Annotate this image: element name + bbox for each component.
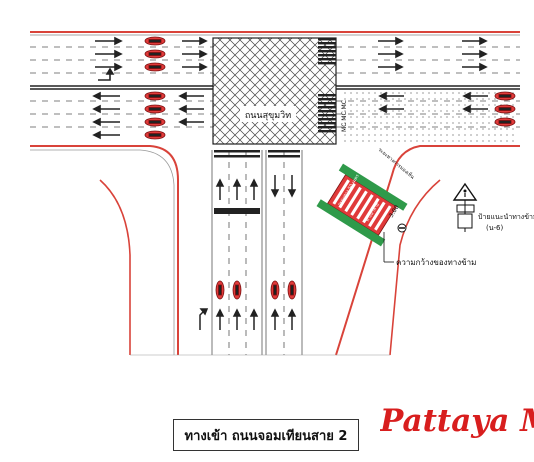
- dotted-zone: [340, 92, 518, 144]
- intersection-diagram: ถนนสุขุมวิท MC MC MC: [30, 30, 534, 356]
- side-road-arrows: [199, 175, 297, 330]
- sign-label-1: ป้ายแนะนำทางข้าม: [478, 213, 534, 221]
- cars-main-right: [494, 91, 516, 127]
- side-road-crossing: [214, 150, 300, 214]
- road-edge-bottom-left: [30, 145, 179, 355]
- cars-main-left: [144, 36, 166, 140]
- mc-label: MC MC MC: [341, 100, 348, 132]
- zebra-crossing-top: [318, 38, 336, 65]
- road-edge-bottom-right: [335, 145, 520, 356]
- center-label-bg: [240, 106, 296, 122]
- slip-crosswalk: [316, 163, 408, 247]
- caption-text: ทางเข้า ถนนจอมเทียนสาย 2: [184, 428, 348, 444]
- sign-label-2: (น-6): [486, 224, 503, 232]
- logo-text: Pattaya Ma: [380, 403, 534, 439]
- cars-side-road: [215, 280, 297, 300]
- side-road-lanes: [211, 150, 303, 355]
- center-label: ถนนสุขุมวิท: [245, 110, 291, 121]
- side-road-right-curve: [389, 179, 441, 356]
- pattaya-mail-logo: Pattaya Ma: [380, 403, 534, 439]
- zebra-crossing-bottom: [318, 94, 336, 133]
- box-junction: [212, 37, 337, 145]
- sign-board-icon: [457, 213, 473, 229]
- side-road-left-curve: [99, 179, 131, 355]
- arrows-right: [378, 36, 488, 114]
- crossing-width-label: ความกว้างของทางข้าม: [396, 258, 476, 267]
- sight-distance-label: ระยะทางการมองเห็น: [377, 145, 417, 181]
- side-road-left-gray: [30, 149, 175, 355]
- diagram-caption: ทางเข้า ถนนจอมเทียนสาย 2: [173, 419, 359, 451]
- arrows-left: [92, 36, 208, 140]
